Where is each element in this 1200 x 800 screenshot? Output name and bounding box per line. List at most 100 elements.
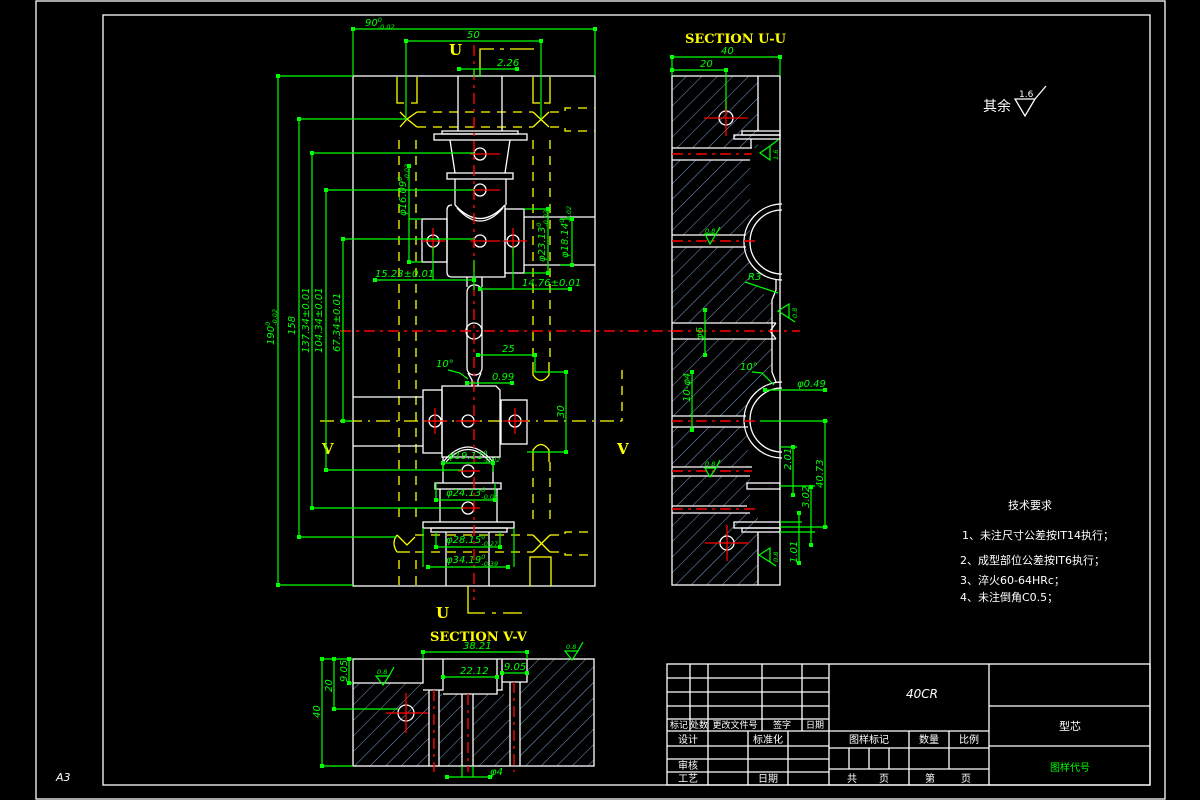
roughness-symbol: 0.8 <box>703 459 721 479</box>
dim-height-total: 1900-0.02 <box>264 309 279 345</box>
section-vv: SECTION V-V 38.21 22.12 9.05 40 2 <box>312 630 595 779</box>
dim-x14: 14.76±0.01 <box>522 278 581 289</box>
dim-h104: 104.34±0.01 <box>314 287 325 353</box>
label-review: 审核 <box>678 759 698 772</box>
dim-r3: R3 <box>748 272 761 283</box>
section-uu-title: SECTION U-U <box>685 32 787 47</box>
dim-d19: φ19.110-0.02 <box>448 449 500 464</box>
roughness-symbol: 0.8 <box>374 666 395 687</box>
dim-w905: 9.05 <box>504 662 526 673</box>
dim-d6: φ6 <box>695 327 706 340</box>
section-vv-title: SECTION V-V <box>430 630 528 645</box>
roughness-symbol-icon <box>1013 85 1047 118</box>
section-uu-centerlines <box>672 153 800 510</box>
dim-h905: 9.05 <box>339 660 350 682</box>
dim-h4073: 40.73 <box>815 459 826 488</box>
dim-h201: 2.01 <box>783 448 794 470</box>
label-sheet-total: 共 <box>847 773 857 785</box>
dim-099: 0.99 <box>492 372 514 383</box>
dim-h40: 40 <box>312 705 323 718</box>
label-page-unit: 页 <box>879 773 889 785</box>
tech-requirement-item: 2、成型部位公差按IT6执行； <box>960 553 1105 567</box>
vv-channels <box>428 682 521 766</box>
surface-note-roughness: 1.6 <box>1019 90 1034 100</box>
svg-text:1.6: 1.6 <box>772 150 780 160</box>
material-value: 40CR <box>906 687 938 701</box>
dim-x15: 15.23±0.01 <box>375 269 434 280</box>
dim-d28: φ28.150-0.27 <box>446 533 499 548</box>
dim-h302: 3.02 <box>801 486 812 508</box>
label-standardization: 标准化 <box>753 733 783 746</box>
dim-h137: 137.34±0.01 <box>301 287 312 353</box>
roughness-symbol: 0.8 <box>563 641 584 662</box>
dim-offset-226: 2.26 <box>497 58 519 69</box>
dim-d4: φ4 <box>490 767 503 778</box>
dim-width-total: 900-0.02 <box>365 16 395 31</box>
svg-text:签字: 签字 <box>773 719 791 731</box>
dim-w20: 20 <box>700 59 713 70</box>
section-mark-v-left: V <box>321 440 334 458</box>
svg-text:0.8: 0.8 <box>772 552 780 562</box>
section-uu-hatching <box>672 76 772 585</box>
part-name: 型芯 <box>1059 719 1081 733</box>
svg-text:标记: 标记 <box>670 719 688 731</box>
dim-angle-10: 10° <box>436 359 454 370</box>
dim-d16: φ16.090-0.02 <box>396 164 411 216</box>
roughness-symbol: 0.8 <box>776 302 799 323</box>
dim-w2212: 22.12 <box>460 666 489 677</box>
roughness-symbol: 1.6 <box>758 139 780 162</box>
section-mark-v-right: V <box>616 440 629 458</box>
revision-header-row: 标记 处数 更改文件号 签字 日期 <box>670 719 824 731</box>
dim-h67: 67.34±0.01 <box>332 293 343 352</box>
section-markers: U U V V <box>321 41 629 622</box>
dim-d049: φ0.49 <box>797 379 826 390</box>
svg-text:0.8: 0.8 <box>377 668 387 676</box>
label-quantity: 数量 <box>919 733 939 746</box>
drawing-number-label: 图样代号 <box>1050 761 1090 774</box>
dim-25: 25 <box>502 344 515 355</box>
title-block: 40CR 型芯 图样代号 标记 处数 更改文件号 签字 日期 设计 标准化 审核… <box>666 663 1151 786</box>
label-process: 工艺 <box>678 773 698 785</box>
inner-frame <box>102 14 1151 786</box>
roughness-symbol: 0.8 <box>757 546 780 567</box>
section-vv-dimensions: 38.21 22.12 9.05 40 20 9.05 φ4 0.8 0.8 <box>312 641 584 779</box>
label-sheet-no: 第 <box>925 772 935 785</box>
svg-text:0.8: 0.8 <box>705 460 715 468</box>
label-sample-mark: 图样标记 <box>849 733 889 746</box>
title-block-labels: 设计 标准化 审核 工艺 日期 图样标记 数量 比例 共 页 第 页 <box>678 733 979 785</box>
svg-text:0.8: 0.8 <box>566 643 576 651</box>
dim-h158: 158 <box>287 316 298 335</box>
main-view-dimensions: 900-0.02 50 2.26 1900-0.02 158 137.34±0.… <box>264 16 597 587</box>
label-scale: 比例 <box>959 733 979 746</box>
label-date: 日期 <box>758 773 778 785</box>
dim-h20: 20 <box>324 679 335 692</box>
surface-roughness-note: 其余 1.6 <box>983 85 1047 118</box>
section-mark-u-top: U <box>449 41 462 59</box>
dim-w3821: 38.21 <box>463 641 492 652</box>
svg-text:0.8: 0.8 <box>791 308 799 318</box>
section-uu-dimensions: 40 20 R3 φ6 10° φ0.49 10-φ4 40.73 2.01 3… <box>670 46 828 567</box>
section-uu: SECTION U-U 40 20 <box>670 32 828 586</box>
label-design: 设计 <box>678 733 698 746</box>
outer-frame <box>35 0 1166 800</box>
surface-note-label: 其余 <box>983 98 1011 115</box>
dim-d24: φ24.130-0.06 <box>446 486 498 501</box>
section-vv-hatching <box>353 659 594 766</box>
tech-requirement-item: 4、未注倒角C0.5； <box>960 590 1058 604</box>
dim-d18: φ18.140-0.02 <box>558 206 573 258</box>
dim-h101: 1.01 <box>789 541 800 563</box>
tech-requirements: 技术要求 1、未注尺寸公差按IT14执行； 2、成型部位公差按IT6执行； 3、… <box>960 499 1114 604</box>
roughness-symbol: 0.8 <box>704 226 721 246</box>
tech-requirements-title: 技术要求 <box>1008 499 1052 512</box>
main-view: U U V V 900-0.02 50 2.26 1900-0.02 158 1… <box>264 16 680 622</box>
dim-width-50: 50 <box>467 30 480 41</box>
upper-semicircle-cavity <box>743 203 783 281</box>
dim-d34: φ34.190-0.39 <box>446 553 498 568</box>
dim-d23: φ23.130-0.02 <box>535 210 550 262</box>
tech-requirement-item: 3、淬火60-64HRc； <box>960 573 1065 587</box>
svg-text:处数: 处数 <box>690 719 708 731</box>
title-block-grid <box>667 664 1150 785</box>
svg-text:0.8: 0.8 <box>705 227 715 235</box>
svg-text:更改文件号: 更改文件号 <box>712 719 757 731</box>
